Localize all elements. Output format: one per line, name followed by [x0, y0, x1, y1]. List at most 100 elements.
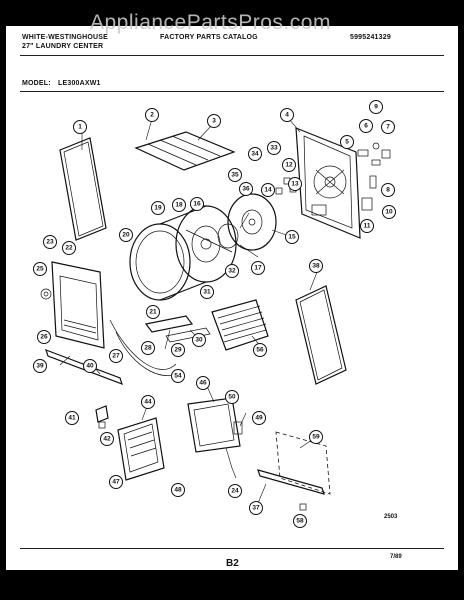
callout-31: 31	[200, 285, 214, 299]
svg-text:48: 48	[174, 487, 182, 494]
brand-label: WHITE-WESTINGHOUSE	[22, 34, 109, 41]
scan-border-left	[0, 0, 6, 600]
callout-16: 16	[190, 197, 204, 211]
svg-text:19: 19	[154, 205, 162, 212]
svg-text:6: 6	[364, 123, 368, 130]
callout-58: 58	[293, 514, 307, 528]
svg-text:50: 50	[228, 394, 236, 401]
svg-text:26: 26	[40, 334, 48, 341]
callout-48: 48	[171, 483, 185, 497]
callout-2: 2	[145, 108, 159, 122]
callout-47: 47	[109, 475, 123, 489]
svg-text:25: 25	[36, 266, 44, 273]
model-label: MODEL:	[22, 80, 51, 87]
callout-34: 34	[248, 147, 262, 161]
svg-text:13: 13	[291, 181, 299, 188]
callout-1: 1	[73, 120, 87, 134]
catalog-title: FACTORY PARTS CATALOG	[160, 34, 258, 41]
product-label: 27" LAUNDRY CENTER	[22, 43, 104, 50]
svg-text:29: 29	[174, 347, 182, 354]
svg-text:36: 36	[242, 186, 250, 193]
part-door-outer	[187, 397, 243, 453]
page-number: B2	[226, 558, 239, 569]
callout-7: 7	[381, 120, 395, 134]
callout-38: 38	[309, 259, 323, 273]
svg-text:44: 44	[144, 399, 152, 406]
svg-text:18: 18	[175, 202, 183, 209]
svg-text:40: 40	[86, 363, 94, 370]
svg-text:2: 2	[150, 112, 154, 119]
footer-rule	[20, 548, 444, 549]
svg-text:20: 20	[122, 232, 130, 239]
scan-border-right	[458, 0, 464, 600]
callout-17: 17	[251, 261, 265, 275]
callout-32: 32	[225, 264, 239, 278]
callout-14: 14	[261, 183, 275, 197]
callout-6: 6	[359, 119, 373, 133]
part-lint-filter	[211, 299, 269, 351]
svg-text:10: 10	[385, 209, 393, 216]
part-knob	[40, 288, 52, 300]
callout-20: 20	[119, 228, 133, 242]
callout-59: 59	[309, 430, 323, 444]
part-door-inner	[117, 417, 165, 481]
svg-text:8: 8	[386, 187, 390, 194]
callout-44: 44	[141, 395, 155, 409]
callout-18: 18	[172, 198, 186, 212]
callout-23: 23	[43, 235, 57, 249]
scan-border-top	[0, 0, 464, 26]
callout-46: 46	[196, 376, 210, 390]
part-hardware-right	[357, 142, 391, 211]
part-duct	[144, 315, 211, 343]
svg-text:54: 54	[174, 373, 182, 380]
svg-text:16: 16	[193, 201, 201, 208]
callout-26: 26	[37, 330, 51, 344]
part-rear-bulkhead	[227, 193, 277, 251]
callout-56: 56	[253, 343, 267, 357]
callout-24: 24	[228, 484, 242, 498]
svg-text:34: 34	[251, 151, 259, 158]
svg-text:4: 4	[285, 112, 289, 119]
callout-25: 25	[33, 262, 47, 276]
watermark: AppliancePartsPros.com	[90, 11, 331, 34]
svg-text:56: 56	[256, 347, 264, 354]
part-side-panel-left	[59, 137, 107, 241]
svg-text:23: 23	[46, 239, 54, 246]
callout-37: 37	[249, 501, 263, 515]
callout-50: 50	[225, 390, 239, 404]
svg-text:27: 27	[112, 353, 120, 360]
svg-text:42: 42	[103, 436, 111, 443]
svg-text:41: 41	[68, 415, 76, 422]
callout-36: 36	[239, 182, 253, 196]
svg-text:7: 7	[386, 124, 390, 131]
callout-9: 9	[369, 100, 383, 114]
svg-text:15: 15	[288, 234, 296, 241]
callout-13: 13	[288, 177, 302, 191]
callout-15: 15	[285, 230, 299, 244]
callout-3: 3	[207, 114, 221, 128]
callout-21: 21	[146, 305, 160, 319]
svg-text:58: 58	[296, 518, 304, 525]
callout-29: 29	[171, 343, 185, 357]
svg-text:14: 14	[264, 187, 272, 194]
svg-text:12: 12	[285, 162, 293, 169]
svg-text:35: 35	[231, 172, 239, 179]
svg-text:31: 31	[203, 289, 211, 296]
part-base-rail	[257, 431, 331, 511]
catalog-number: 5995241329	[350, 34, 391, 41]
callout-33: 33	[267, 141, 281, 155]
callout-40: 40	[83, 359, 97, 373]
svg-text:32: 32	[228, 268, 236, 275]
svg-text:5: 5	[345, 139, 349, 146]
part-top-cover	[134, 131, 236, 171]
model-rule	[20, 91, 444, 92]
svg-text:38: 38	[312, 263, 320, 270]
svg-text:3: 3	[212, 118, 216, 125]
callout-35: 35	[228, 168, 242, 182]
print-date: 7/89	[390, 554, 402, 560]
callout-54: 54	[171, 369, 185, 383]
part-side-panel-right	[295, 285, 347, 385]
callout-49: 49	[252, 411, 266, 425]
svg-text:46: 46	[199, 380, 207, 387]
callout-28: 28	[141, 341, 155, 355]
